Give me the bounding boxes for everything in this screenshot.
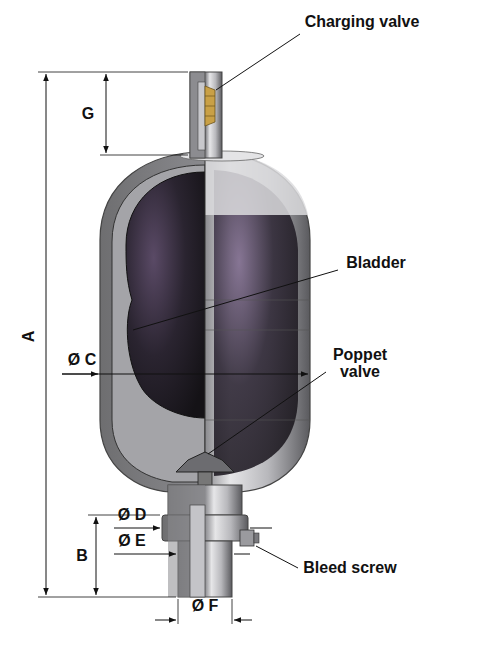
bladder [126, 172, 205, 418]
shell-reflection [214, 170, 298, 476]
dimension-label: A [22, 330, 39, 342]
gas-valve-body [190, 72, 222, 158]
dimension-label: Ø F [192, 598, 219, 615]
dimension-g [106, 74, 107, 153]
dimension-e [114, 554, 176, 555]
leader-line [216, 34, 300, 90]
dimension-a [46, 74, 47, 595]
dimension-label: Ø D [118, 507, 146, 524]
cavity [112, 165, 205, 482]
dimension-label: B [76, 548, 88, 565]
part-label: Bleed screw [303, 560, 396, 577]
part-label: Poppet valve [329, 347, 391, 381]
poppet-valve [176, 452, 234, 472]
part-label: Bladder [346, 255, 406, 272]
dimension-label: G [82, 106, 94, 123]
dimension-label: Ø E [118, 533, 146, 550]
vessel-shell [100, 152, 310, 492]
dimension-f [155, 620, 176, 621]
bleed-screw [240, 530, 254, 546]
dimension-c [62, 374, 308, 375]
charging-valve-core [205, 86, 215, 126]
leader-line [208, 372, 326, 454]
dimension-d [114, 528, 160, 529]
dimension-label: Ø C [68, 352, 96, 369]
leader-line [256, 546, 298, 568]
dimension-b [96, 517, 97, 595]
part-label: Charging valve [305, 14, 420, 31]
leader-line [133, 270, 338, 330]
shell-highlight [205, 152, 308, 215]
